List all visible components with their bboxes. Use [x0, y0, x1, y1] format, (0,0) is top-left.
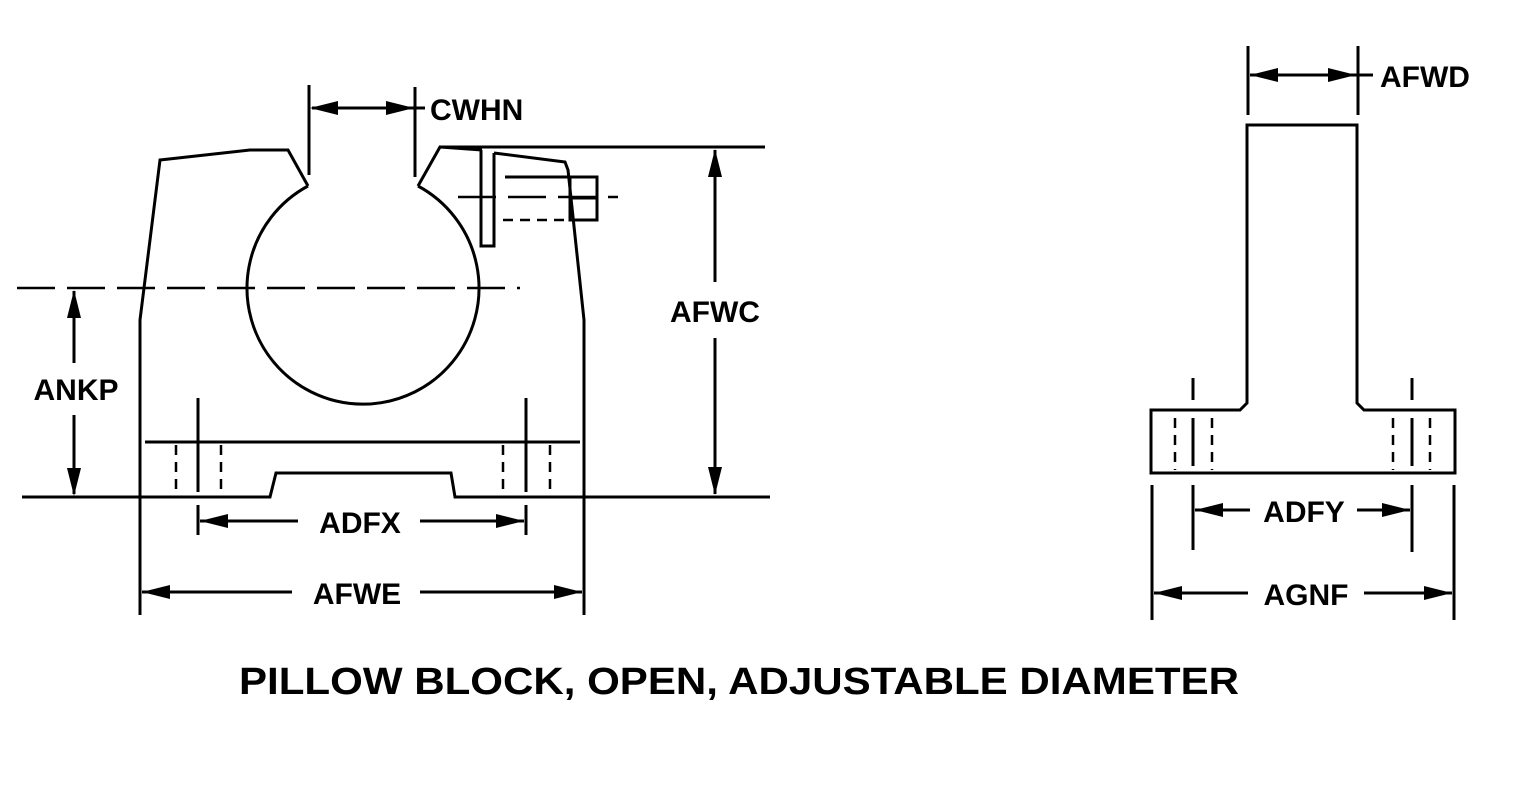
- housing-right-cap: [493, 151, 586, 497]
- dimension-agnf: AGNF: [1154, 579, 1452, 612]
- housing-left-outline: [138, 148, 310, 497]
- side-view: AFWD ADFY AGNF: [1149, 46, 1470, 620]
- dimension-adfy: ADFY: [1195, 496, 1410, 529]
- side-outline: [1149, 123, 1457, 475]
- dimension-ankp: ANKP: [33, 290, 119, 496]
- front-view: CWHN AFWC ANKP ADFX: [17, 85, 770, 615]
- housing-right-outline: [416, 145, 483, 187]
- label-adfy: ADFY: [1263, 496, 1345, 529]
- label-agnf: AGNF: [1264, 579, 1349, 612]
- dimension-adfx: ADFX: [200, 507, 524, 540]
- diagram-title: PILLOW BLOCK, OPEN, ADJUSTABLE DIAMETER: [239, 661, 1239, 703]
- label-ankp: ANKP: [33, 374, 118, 407]
- label-afwd: AFWD: [1380, 61, 1470, 94]
- label-cwhn: CWHN: [430, 94, 523, 127]
- label-afwe: AFWE: [313, 578, 401, 611]
- label-adfx: ADFX: [319, 507, 401, 540]
- dimension-cwhn: CWHN: [310, 94, 523, 127]
- bore-circle: [245, 184, 481, 406]
- dimension-afwd: AFWD: [1250, 61, 1470, 94]
- dimension-afwc: AFWC: [670, 149, 760, 495]
- base-bottom: [22, 471, 770, 499]
- dimension-afwe: AFWE: [142, 578, 582, 611]
- label-afwc: AFWC: [670, 296, 760, 329]
